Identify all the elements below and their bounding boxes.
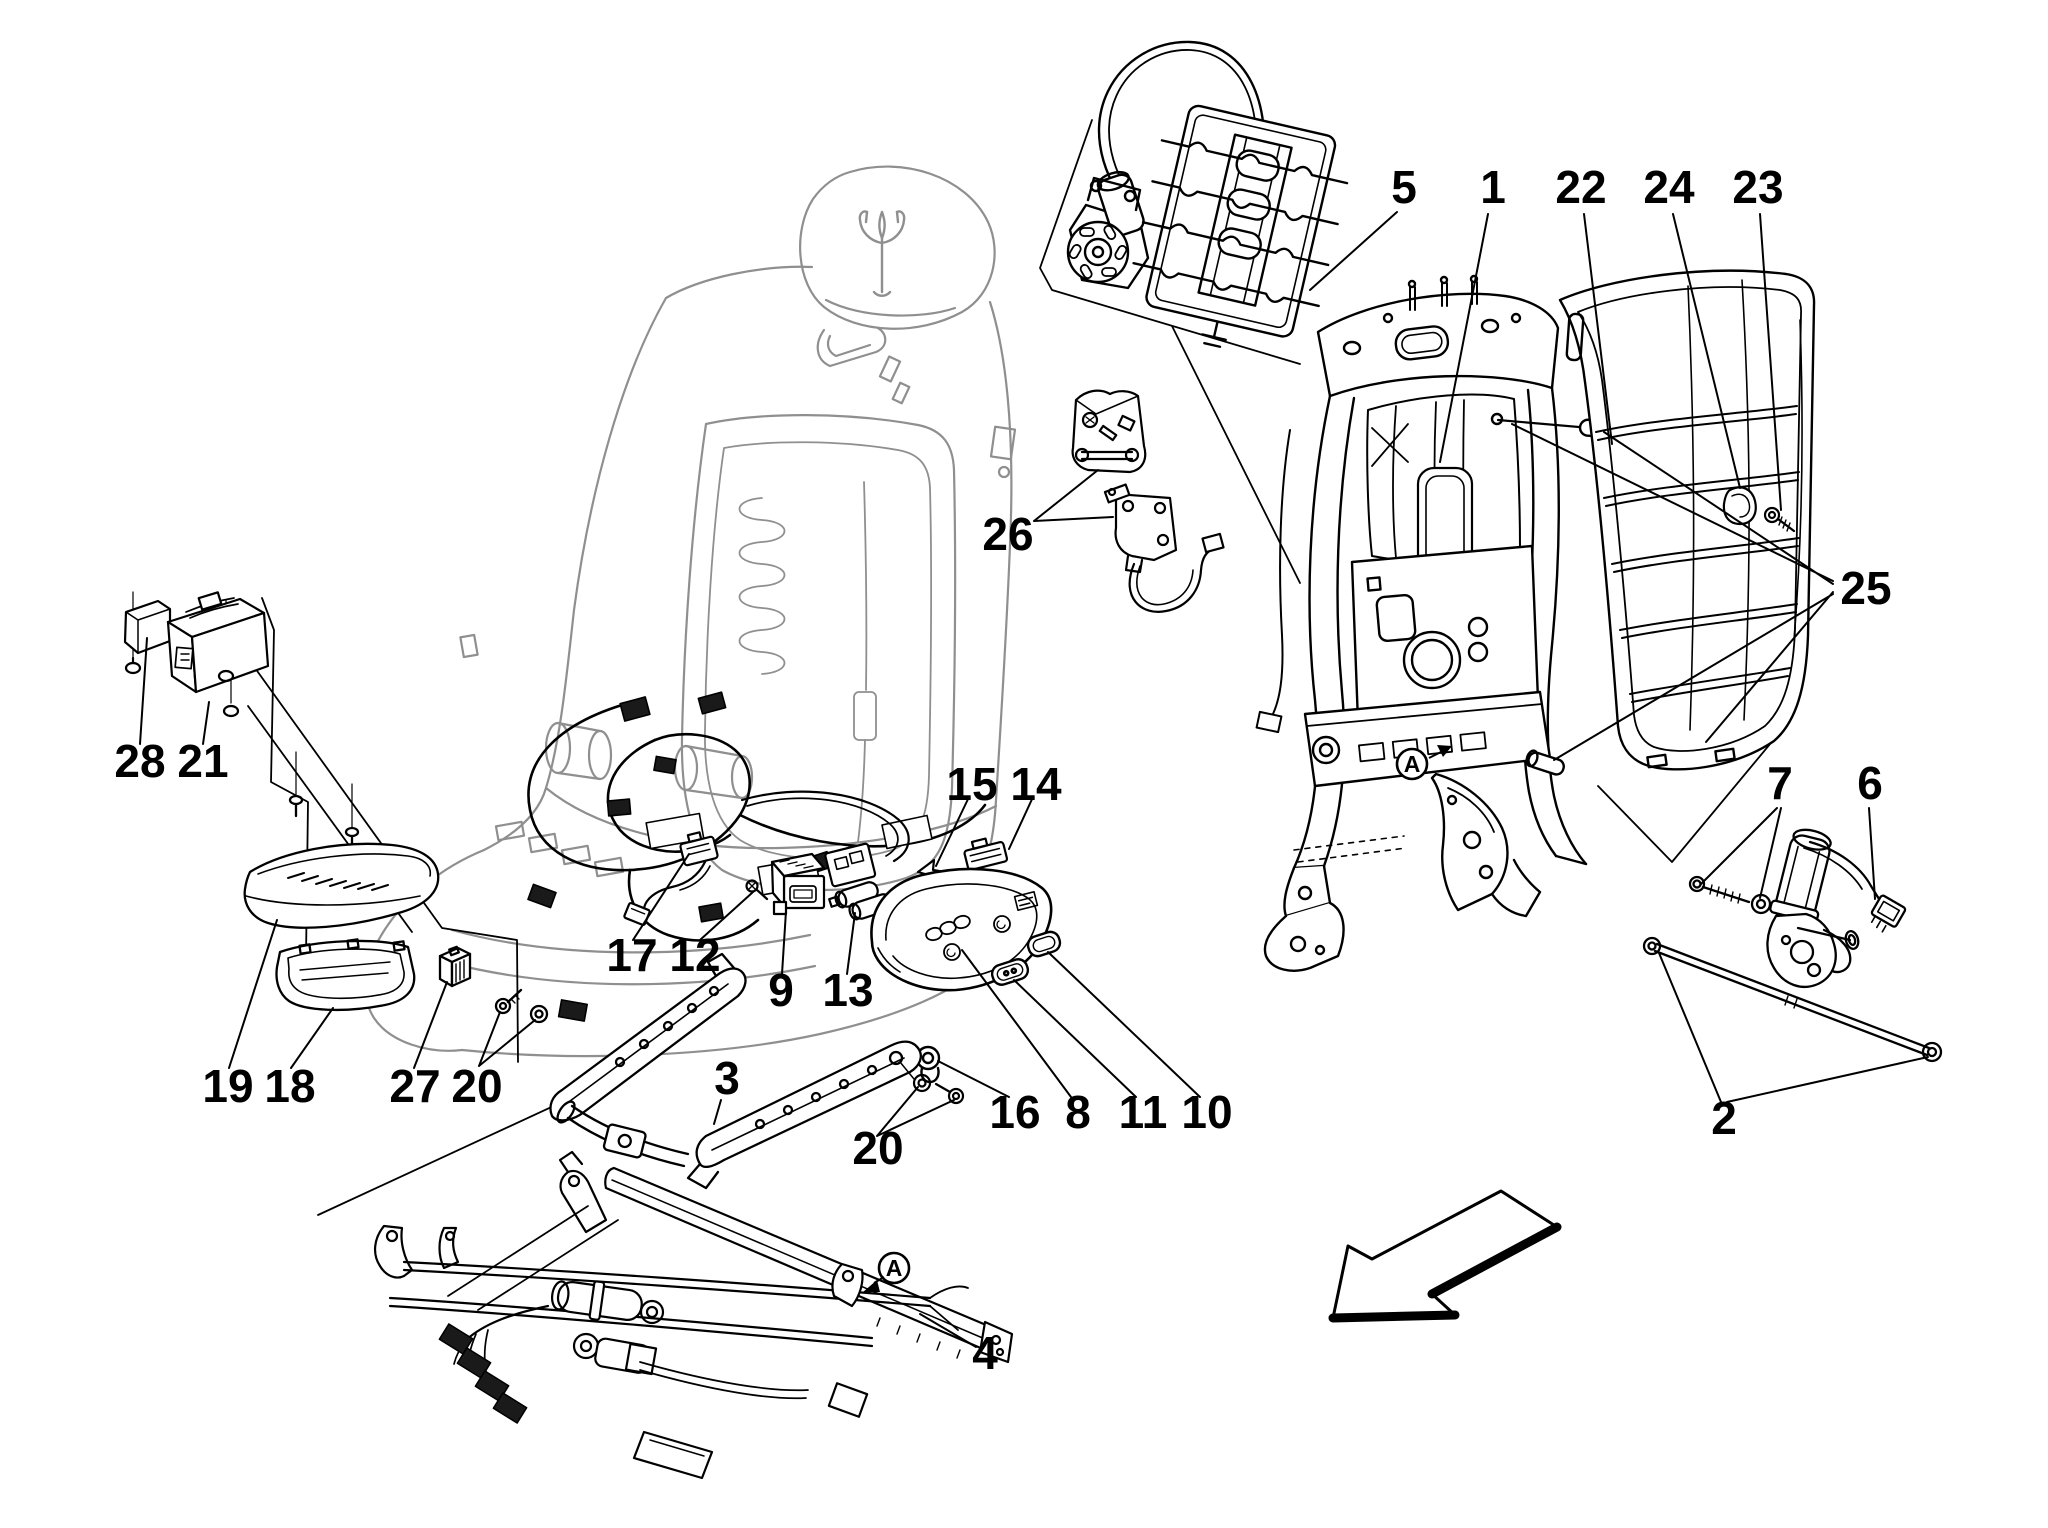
rocker-button-10 [1026,930,1062,958]
callout-8-label: 8 [1065,1086,1091,1138]
control-module-9 [770,852,826,916]
fastener-bag-and-bracket [1071,389,1225,613]
track-bracket-A [831,1262,864,1308]
callout-20-bottom-label: 20 [852,1122,903,1174]
screw-12 [745,879,769,901]
panel-ribs [1595,405,1800,703]
lumbar-motor [1066,220,1130,284]
direction-arrow [1328,1189,1562,1323]
callout-16-label: 16 [989,1086,1040,1138]
callout-22-label: 22 [1555,161,1606,213]
rocker-button-11 [990,958,1030,986]
callout-5-label: 5 [1391,161,1417,213]
backrest-rear-panel [1558,269,1816,771]
module-21 [166,591,270,718]
lumbar-adjuster-assembly [1066,40,1349,348]
callout-3-label: 3 [714,1052,740,1104]
view-marker-A-track-label: A [886,1255,903,1281]
callout-2-label: 2 [1711,1092,1737,1144]
callout-6-label: 6 [1857,757,1883,809]
callout-7-label: 7 [1767,757,1793,809]
track-harness-connectors [438,1323,528,1424]
callout-11-label: 11 [1119,1086,1168,1138]
callout-19-label: 19 [202,1060,253,1112]
callout-27-label: 27 [389,1060,440,1112]
callout-18-label: 18 [264,1060,315,1112]
harness-plug-17 [679,831,719,867]
view-markers: A A [863,745,1452,1292]
view-marker-A-track: A [863,1251,911,1292]
callout-9-label: 9 [768,964,794,1016]
seat-track-assembly [374,1150,1014,1480]
callout-12-label: 12 [669,929,720,981]
callout-13-label: 13 [822,964,873,1016]
left-trim-group [243,751,549,1024]
recliner-motor [1769,828,1832,925]
cushion-rolls [544,721,754,800]
trim-screw-washer [494,988,549,1024]
connector-14 [963,837,1009,872]
rail-screw-washer [899,1061,965,1105]
callout-1-label: 1 [1480,161,1506,213]
callout-leader-lines [139,211,1929,1348]
left-modules [123,591,270,718]
callout-25-label: 25 [1840,562,1891,614]
torsion-rod [1642,936,1943,1063]
recliner-motor-group [1642,828,1943,1063]
side-trim-19 [243,751,440,929]
bracket-28 [123,591,172,675]
maserati-trident-logo [858,210,906,297]
cap-and-screw [1722,486,1796,533]
callout-20-left-label: 20 [451,1060,502,1112]
callout-labels: 5 1 22 24 23 25 26 28 21 15 14 17 12 9 1… [114,161,1891,1379]
panel-screw [1763,506,1796,533]
callout-21-label: 21 [177,735,228,787]
callout-10-label: 10 [1181,1086,1232,1138]
callout-23-label: 23 [1732,161,1783,213]
view-marker-A-frame-label: A [1404,751,1421,777]
seat-rails [549,952,965,1190]
view-marker-A-frame: A [1395,745,1452,781]
motor-connector [1870,894,1907,933]
lumbar-spring-mat [1132,104,1349,348]
headrest [799,165,996,330]
callout-15-label: 15 [946,758,997,810]
tray-18 [275,938,416,1012]
callout-4-label: 4 [972,1327,998,1379]
recliner-leg-plate [1430,772,1509,912]
callout-26-label: 26 [982,508,1033,560]
callout-17-label: 17 [606,929,657,981]
heater-element [738,497,786,675]
callout-24-label: 24 [1643,161,1695,213]
bolt [1688,875,1751,904]
end-cap [1722,486,1757,526]
switch-27 [438,945,472,988]
spacer-bushing [1525,749,1565,776]
callout-28-label: 28 [114,735,165,787]
callout-14-label: 14 [1010,758,1062,810]
panel-buttons [925,914,1011,961]
